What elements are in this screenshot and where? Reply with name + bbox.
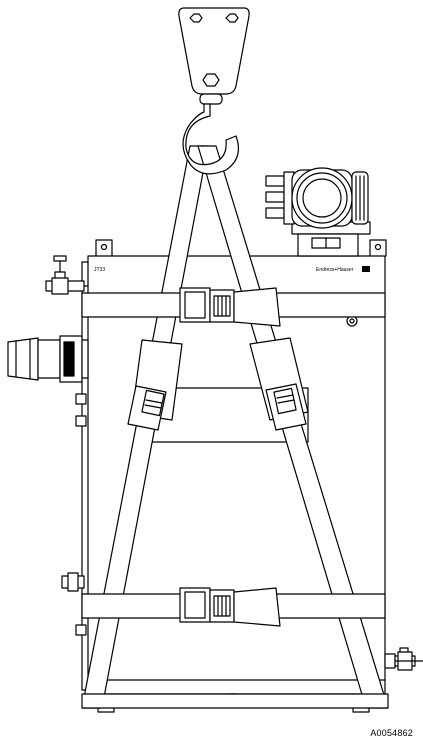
figure-reference-id: A0054862 [370, 728, 413, 738]
fitting-left-lower [61, 572, 85, 592]
valve-handwheel [45, 255, 89, 295]
ratchet-buckle-left-leg [127, 339, 183, 431]
hook [182, 103, 239, 175]
brand-label: Endress+Hauser [316, 267, 354, 273]
ratchet-buckle-lower [179, 587, 281, 627]
ratchet-buckle-upper [179, 287, 281, 327]
cable-connector [7, 335, 89, 383]
crane-hook [178, 7, 250, 175]
left-fittings [7, 255, 89, 636]
transmitter-head [265, 167, 371, 257]
ratchet-buckle-right-leg [249, 337, 309, 431]
right-fittings [384, 647, 423, 671]
sling-bottom-strap [81, 693, 389, 709]
model-label: JT33 [94, 267, 105, 273]
hook-block [178, 7, 250, 95]
